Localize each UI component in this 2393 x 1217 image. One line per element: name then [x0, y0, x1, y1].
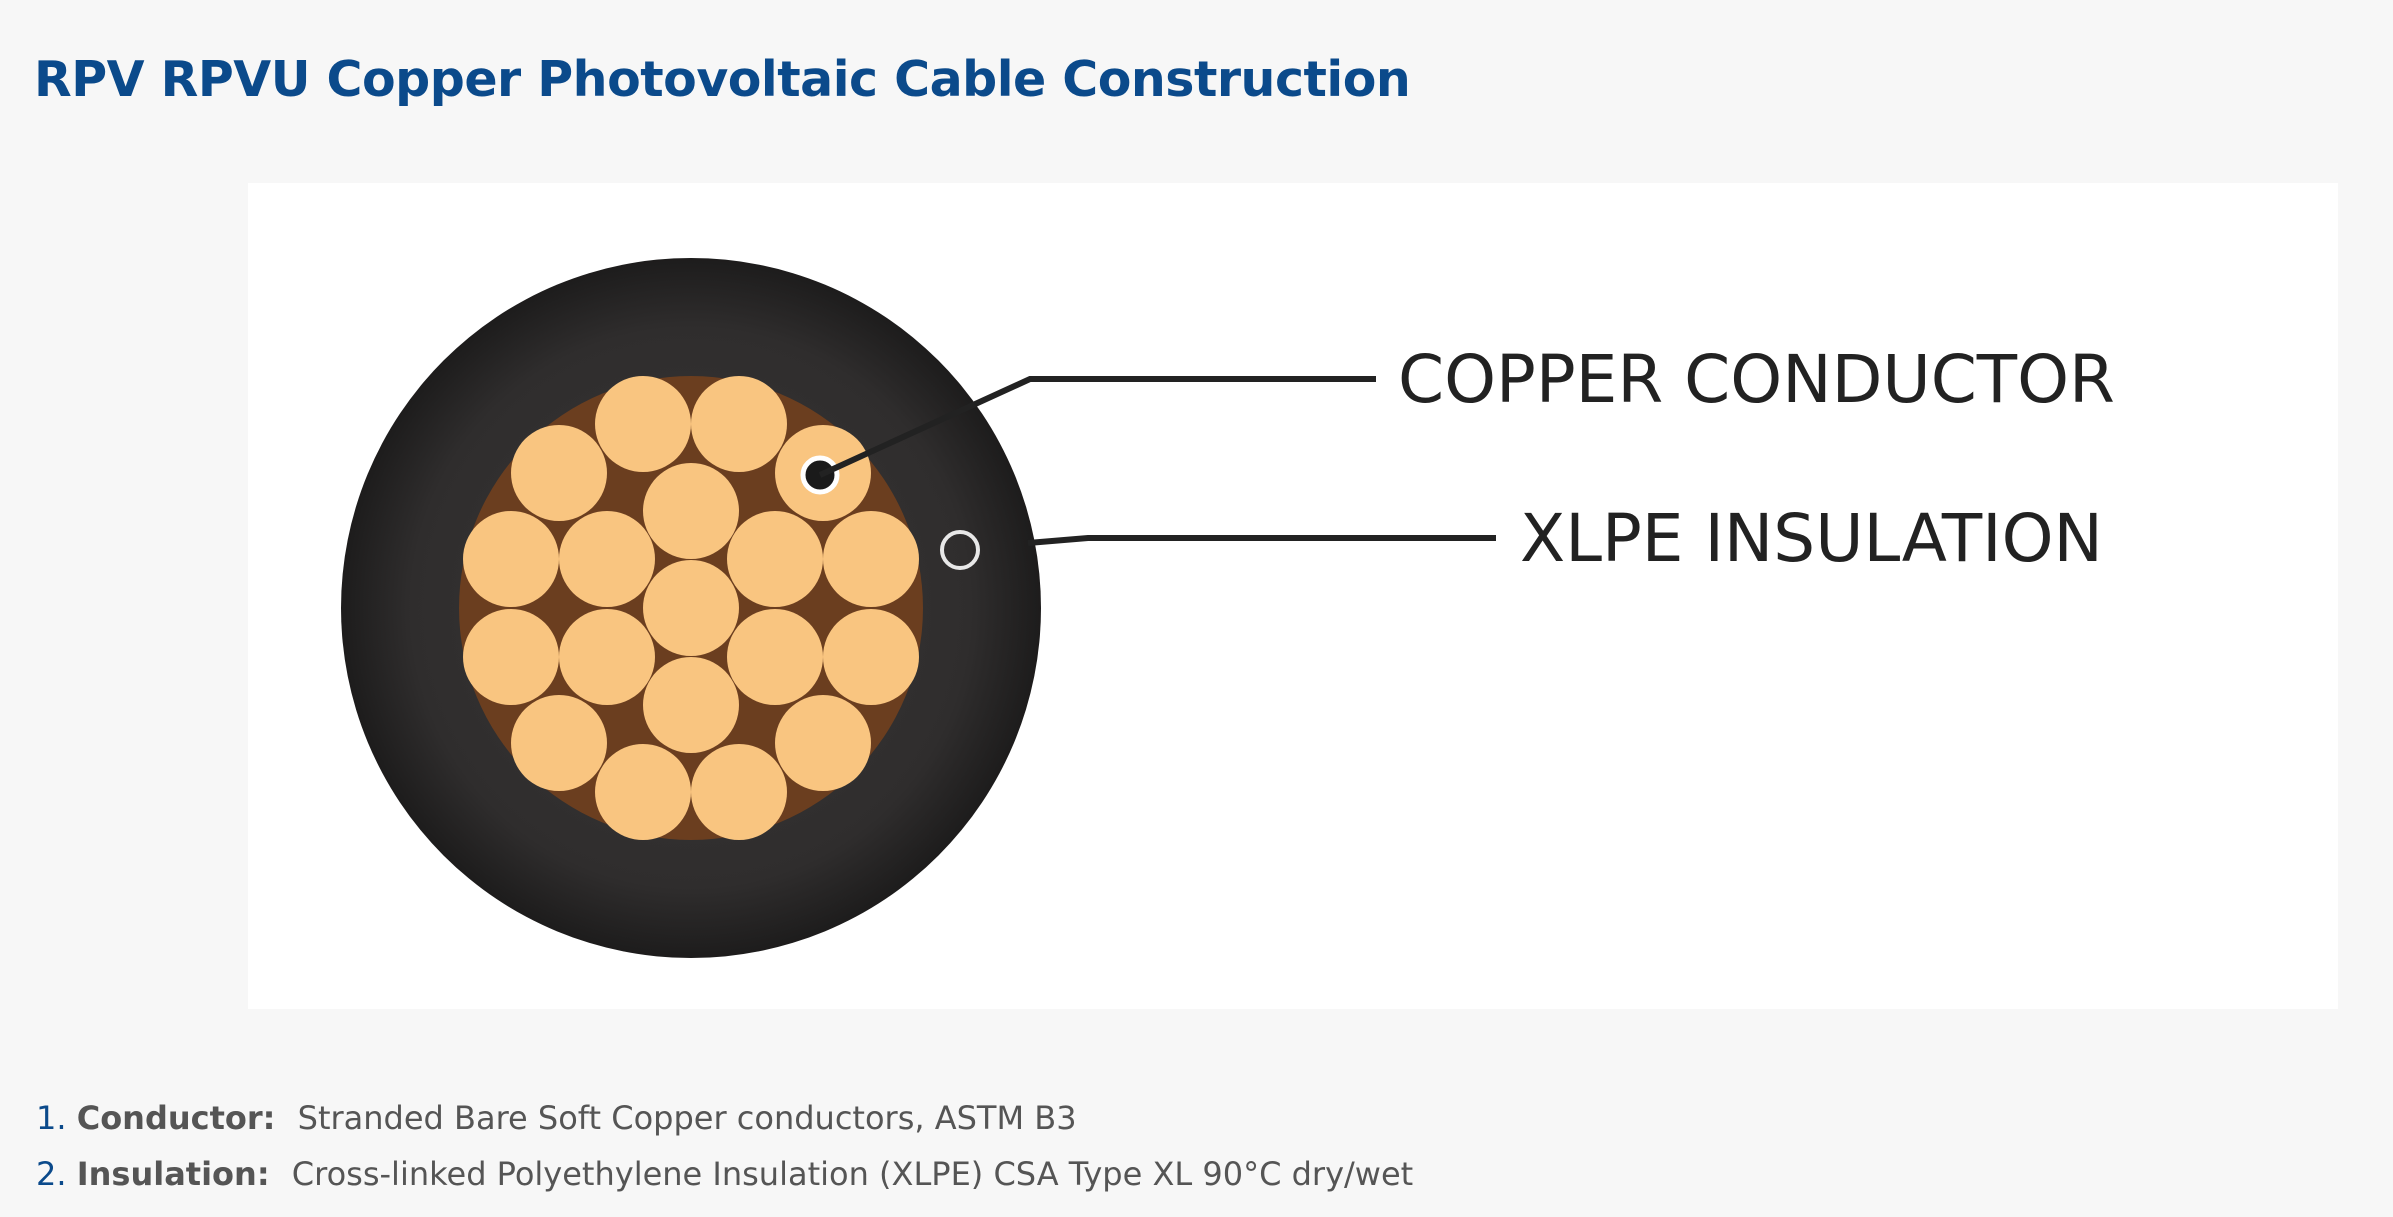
copper-strand: [463, 609, 559, 705]
copper-strands: [463, 376, 919, 840]
cable-cross-section-diagram: COPPER CONDUCTOR XLPE INSULATION: [248, 183, 2338, 1009]
spec-number: 2.: [36, 1155, 67, 1193]
spec-key: Conductor: [76, 1099, 263, 1137]
conductor-label: COPPER CONDUCTOR: [1398, 341, 2115, 418]
spec-item-insulation: 2. Insulation: Cross-linked Polyethylene…: [36, 1146, 1413, 1202]
copper-strand: [643, 463, 739, 559]
copper-strand: [595, 376, 691, 472]
spec-value: Cross-linked Polyethylene Insulation (XL…: [291, 1155, 1414, 1193]
insulation-label: XLPE INSULATION: [1520, 500, 2103, 577]
copper-strand: [775, 695, 871, 791]
copper-strand: [463, 511, 559, 607]
insulation-callout: XLPE INSULATION: [940, 500, 2103, 577]
insulation-leader-line: [1027, 535, 1496, 546]
spec-value: Stranded Bare Soft Copper conductors, AS…: [297, 1099, 1077, 1137]
copper-strand: [727, 609, 823, 705]
copper-strand: [559, 609, 655, 705]
page-title: RPV RPVU Copper Photovoltaic Cable Const…: [34, 51, 1411, 108]
spec-item-conductor: 1. Conductor: Stranded Bare Soft Copper …: [36, 1090, 1413, 1146]
spec-number: 1.: [36, 1099, 67, 1137]
copper-strand: [823, 511, 919, 607]
construction-spec-list: 1. Conductor: Stranded Bare Soft Copper …: [36, 1090, 1413, 1202]
copper-strand: [511, 695, 607, 791]
copper-strand: [691, 744, 787, 840]
cable-diagram-svg: COPPER CONDUCTOR XLPE INSULATION: [341, 258, 2115, 958]
copper-strand: [643, 560, 739, 656]
copper-strand: [727, 511, 823, 607]
copper-strand: [511, 425, 607, 521]
spec-separator: :: [256, 1155, 270, 1193]
copper-strand: [823, 609, 919, 705]
spec-key: Insulation: [76, 1155, 257, 1193]
copper-strand: [643, 657, 739, 753]
copper-strand: [559, 511, 655, 607]
copper-strand: [595, 744, 691, 840]
copper-strand: [691, 376, 787, 472]
conductor-callout: COPPER CONDUCTOR: [800, 341, 2115, 495]
insulation-marker-ring: [940, 530, 980, 570]
spec-separator: :: [262, 1099, 276, 1137]
conductor-leader-line: [818, 376, 1376, 478]
